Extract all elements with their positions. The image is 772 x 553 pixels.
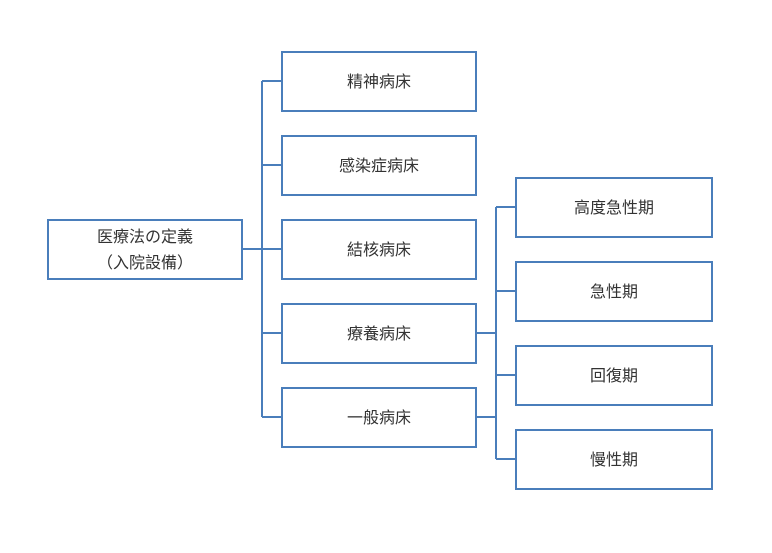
bed-node-label: 結核病床 — [346, 239, 411, 259]
bed-node-tuberculosis: 結核病床 — [281, 219, 477, 280]
root-node-medical-law-definition: 医療法の定義 （入院設備） — [47, 219, 243, 280]
bed-node-label: 精神病床 — [346, 71, 411, 91]
function-node-advanced-acute: 高度急性期 — [515, 177, 713, 238]
bed-node-label: 一般病床 — [346, 407, 411, 427]
function-node-chronic: 慢性期 — [515, 429, 713, 490]
root-node-subtitle: （入院設備） — [96, 252, 193, 272]
bed-node-infectious: 感染症病床 — [281, 135, 477, 196]
function-node-label: 高度急性期 — [573, 197, 654, 217]
function-node-label: 回復期 — [589, 365, 638, 385]
function-node-label: 急性期 — [589, 281, 638, 301]
function-node-label: 慢性期 — [589, 449, 638, 469]
function-node-recovery: 回復期 — [515, 345, 713, 406]
function-node-acute: 急性期 — [515, 261, 713, 322]
bed-node-label: 感染症病床 — [338, 155, 419, 175]
bed-node-long-term-care: 療養病床 — [281, 303, 477, 364]
bed-node-label: 療養病床 — [346, 323, 411, 343]
bed-node-psychiatric: 精神病床 — [281, 51, 477, 112]
bed-node-general: 一般病床 — [281, 387, 477, 448]
root-node-title: 医療法の定義 — [96, 226, 193, 246]
